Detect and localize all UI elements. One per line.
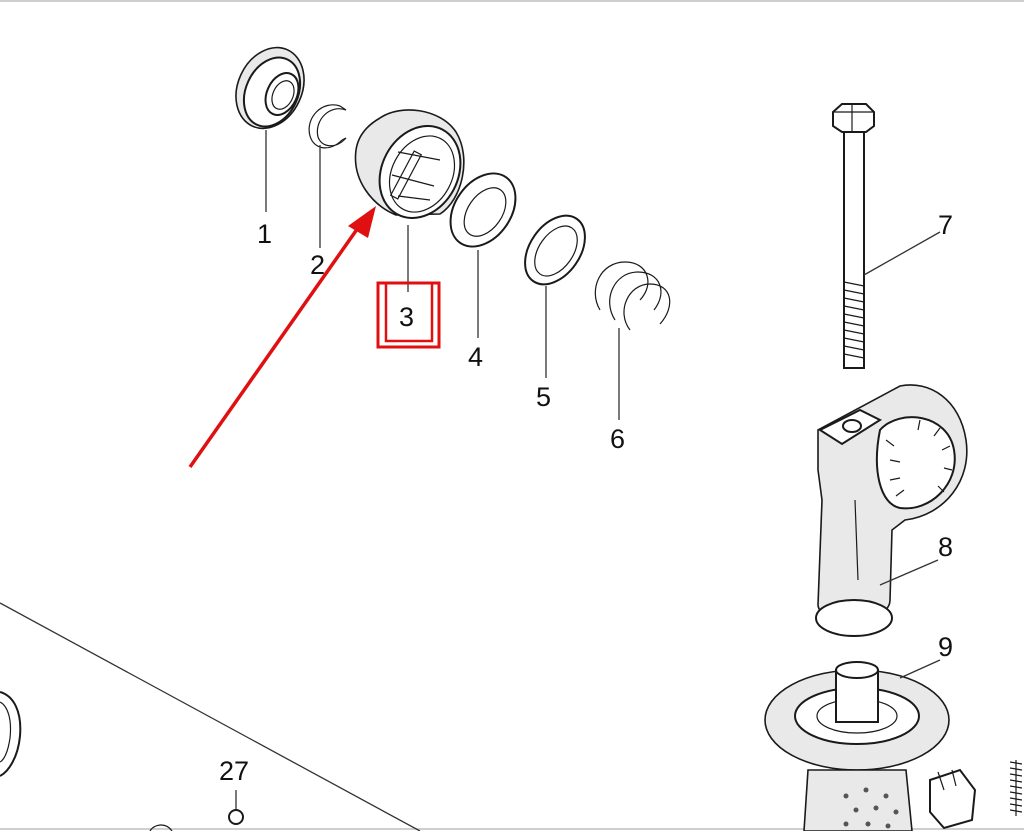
part-3-bearing-sleeve[interactable] <box>354 109 476 232</box>
label-part-3: 3 <box>399 302 414 332</box>
part-clip-bottom-right <box>929 768 977 830</box>
part-7-hex-bolt[interactable] <box>832 103 875 369</box>
part-1-seal-ring[interactable] <box>223 36 317 139</box>
part-spring-pin-bottom-right <box>1009 760 1023 816</box>
part-8-side-handle-clamp[interactable] <box>815 384 968 637</box>
label-part-1: 1 <box>257 219 272 249</box>
label-part-2: 2 <box>310 250 325 280</box>
assembly-axis-line <box>0 602 421 831</box>
part-2-circlip[interactable] <box>308 104 347 149</box>
part-4-washer[interactable] <box>437 161 529 259</box>
red-pointer-arrow <box>188 206 376 469</box>
label-part-9: 9 <box>938 632 953 662</box>
label-part-4: 4 <box>468 342 483 372</box>
label-part-7: 7 <box>938 210 953 240</box>
part-27-o-ring[interactable] <box>228 790 244 825</box>
label-part-8: 8 <box>938 532 953 562</box>
part-9-handle-grip[interactable] <box>764 661 950 831</box>
part-fragment-bottom-center <box>149 824 173 831</box>
label-part-27: 27 <box>219 756 249 786</box>
label-part-5: 5 <box>536 382 551 412</box>
part-6-spring[interactable] <box>594 261 671 331</box>
part-3-highlight <box>376 281 441 349</box>
label-part-6: 6 <box>610 424 625 454</box>
part-fragment-left-edge <box>0 691 22 777</box>
part-5-flat-washer[interactable] <box>513 205 598 296</box>
